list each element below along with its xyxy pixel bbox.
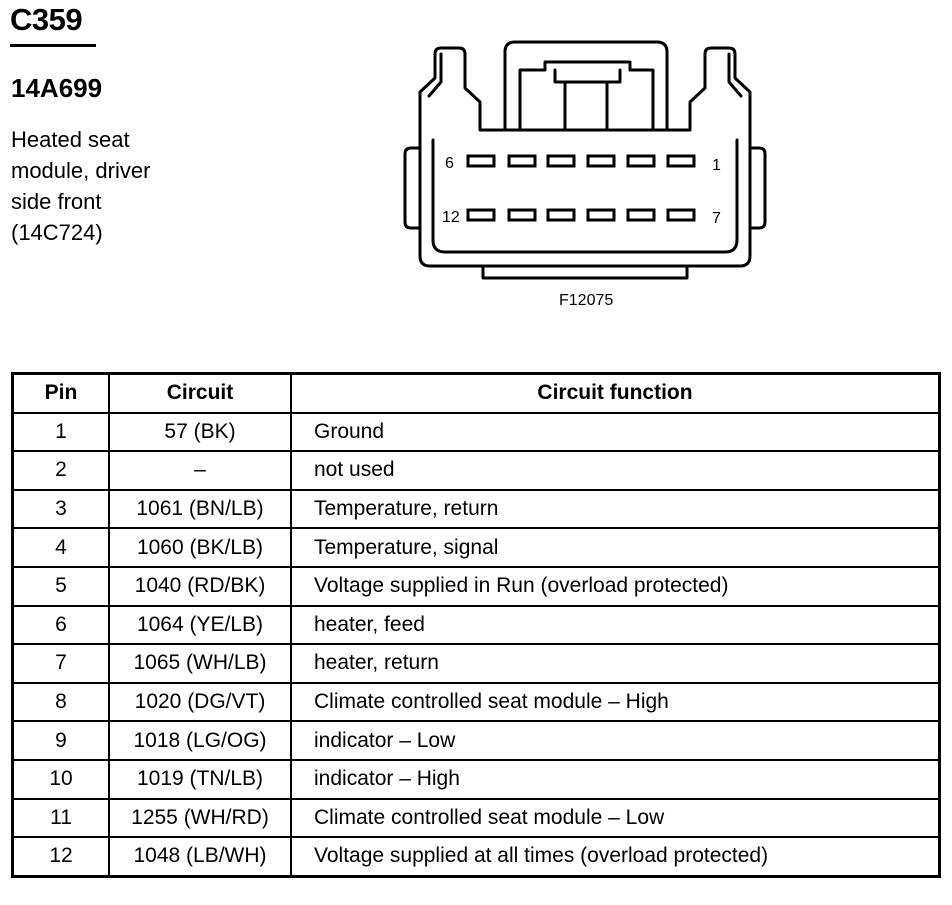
cell-function: Climate controlled seat module – High (290, 681, 941, 723)
pin-5-terminal (507, 154, 537, 168)
table-row: 12 1048 (LB/WH) Voltage supplied at all … (11, 836, 941, 878)
cell-circuit: 1018 (LG/OG) (108, 720, 292, 761)
pin-8-terminal (626, 208, 656, 222)
bottom-tab (481, 264, 689, 280)
pin-cavity-outline (431, 138, 739, 254)
connector-face-diagram: 6 1 12 7 F12075 (395, 30, 785, 320)
cell-function: Temperature, signal (290, 527, 941, 568)
pin-10-terminal (546, 208, 576, 222)
pin-9-terminal (586, 208, 616, 222)
cell-function: not used (290, 450, 941, 491)
cell-pin: 3 (11, 488, 110, 530)
latch-slot (553, 68, 622, 84)
cell-function: indicator – Low (290, 720, 941, 761)
cell-function: Voltage supplied at all times (overload … (290, 836, 941, 878)
table-row: 4 1060 (BK/LB) Temperature, signal (11, 527, 941, 568)
cell-pin: 5 (11, 565, 110, 607)
description-line: Heated seat (11, 127, 130, 152)
cell-pin: 6 (11, 604, 110, 646)
description-line: side front (11, 189, 102, 214)
cell-circuit: 1020 (DG/VT) (108, 681, 292, 723)
pin-1-terminal (666, 154, 696, 168)
cell-circuit: 1255 (WH/RD) (108, 797, 292, 839)
header-pin: Pin (11, 372, 110, 414)
cell-circuit: 1040 (RD/BK) (108, 565, 292, 607)
cell-circuit: – (108, 450, 292, 491)
part-number: 14A699 (11, 73, 103, 103)
pin-function-table: Pin Circuit Circuit function 1 57 (BK) G… (11, 372, 941, 878)
cell-pin: 10 (11, 758, 110, 800)
cell-circuit: 1061 (BN/LB) (108, 488, 292, 530)
top-latch-tab (503, 40, 669, 132)
table-row: 8 1020 (DG/VT) Climate controlled seat m… (11, 681, 941, 723)
top-row-right-label: 1 (712, 157, 721, 174)
table-row: 7 1065 (WH/LB) heater, return (11, 643, 941, 684)
table-row: 2 – not used (11, 450, 941, 491)
table-row: 3 1061 (BN/LB) Temperature, return (11, 488, 941, 530)
cell-circuit: 1060 (BK/LB) (108, 527, 292, 568)
cell-pin: 12 (11, 836, 110, 878)
pin-3-terminal (586, 154, 616, 168)
table-row: 9 1018 (LG/OG) indicator – Low (11, 720, 941, 761)
top-latch-inner (518, 60, 655, 132)
cell-function: indicator – High (290, 758, 941, 800)
cell-circuit: 1048 (LB/WH) (108, 836, 292, 878)
cell-pin: 8 (11, 681, 110, 723)
description-line: module, driver (11, 158, 151, 183)
cell-function: Voltage supplied in Run (overload protec… (290, 565, 941, 607)
header-circuit: Circuit (108, 372, 292, 414)
pin-2-terminal (626, 154, 656, 168)
connector-face-svg: 6 1 12 7 F12075 (403, 40, 767, 309)
table-row: 6 1064 (YE/LB) heater, feed (11, 604, 941, 646)
pin-7-terminal (666, 208, 696, 222)
cell-pin: 11 (11, 797, 110, 839)
table-row: 5 1040 (RD/BK) Voltage supplied in Run (… (11, 565, 941, 607)
connector-id-underline (10, 44, 96, 47)
table-row: 1 57 (BK) Ground (11, 411, 941, 453)
top-row-left-label: 6 (445, 155, 454, 172)
cell-function: Climate controlled seat module – Low (290, 797, 941, 839)
cell-function: Ground (290, 411, 941, 453)
table-header-row: Pin Circuit Circuit function (11, 372, 941, 414)
cell-pin: 4 (11, 527, 110, 568)
connector-id: C359 (10, 2, 83, 37)
cell-function: heater, return (290, 643, 941, 684)
cell-circuit: 57 (BK) (108, 411, 292, 453)
cell-pin: 9 (11, 720, 110, 761)
header-function: Circuit function (290, 372, 941, 414)
cell-pin: 7 (11, 643, 110, 684)
left-side-bump (403, 146, 422, 230)
bottom-row-left-label: 12 (442, 209, 460, 226)
cell-pin: 1 (11, 411, 110, 453)
cell-circuit: 1019 (TN/LB) (108, 758, 292, 800)
cell-function: heater, feed (290, 604, 941, 646)
description-line: (14C724) (11, 220, 103, 245)
table-row: 11 1255 (WH/RD) Climate controlled seat … (11, 797, 941, 839)
cell-circuit: 1064 (YE/LB) (108, 604, 292, 646)
cell-circuit: 1065 (WH/LB) (108, 643, 292, 684)
cell-function: Temperature, return (290, 488, 941, 530)
pin-4-terminal (546, 154, 576, 168)
connector-description: Heated seat module, driver side front (1… (11, 124, 211, 248)
connector-body-outline (418, 46, 752, 268)
figure-id-label: F12075 (559, 292, 613, 309)
right-latch-inner (727, 52, 743, 98)
table-row: 10 1019 (TN/LB) indicator – High (11, 758, 941, 800)
pin-6-terminal (466, 154, 496, 168)
right-side-bump (748, 146, 767, 230)
left-latch-inner (427, 52, 443, 98)
pin-12-terminal (466, 208, 496, 222)
cell-pin: 2 (11, 450, 110, 491)
bottom-row-right-label: 7 (712, 210, 721, 227)
pin-11-terminal (507, 208, 537, 222)
